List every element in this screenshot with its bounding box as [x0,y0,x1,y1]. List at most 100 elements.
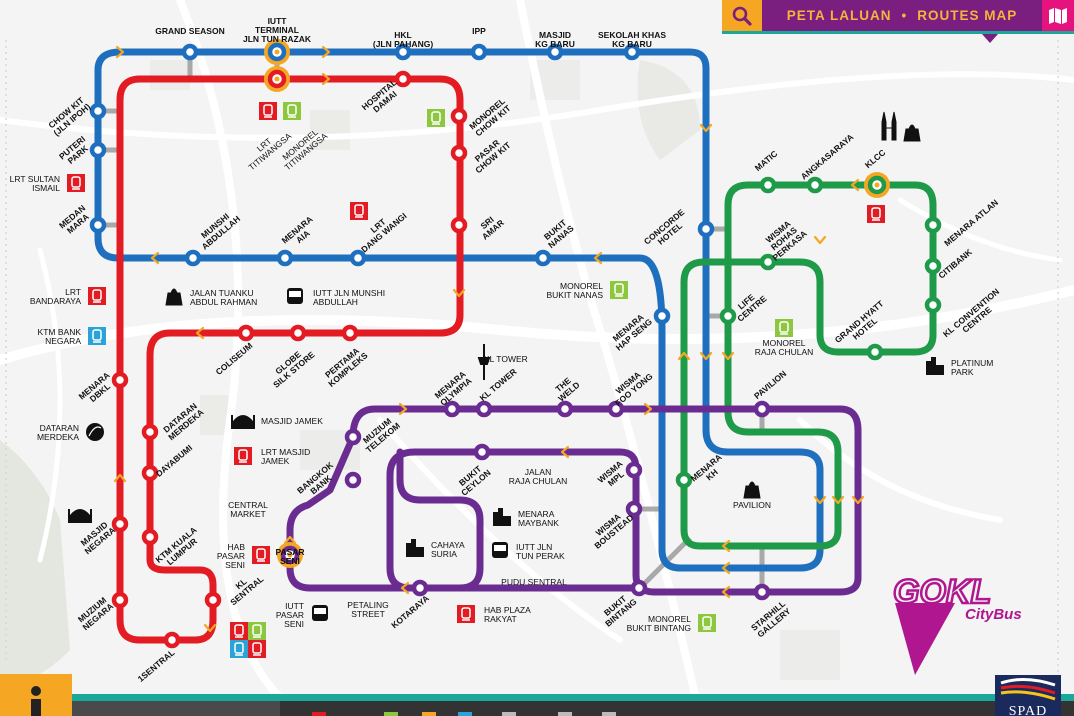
station-globe-silk-store[interactable] [289,324,307,342]
station-bukit-bintang[interactable] [630,579,648,597]
landmark-masjid-jamek[interactable]: MASJID JAMEK [231,415,323,429]
station-lrt-dang-wangi[interactable] [349,249,367,267]
station-dayabumi[interactable] [141,464,159,482]
station-wisma-boustead[interactable] [625,500,643,518]
direction-arrow-icon [593,251,603,265]
station-menara-hap-seng[interactable] [653,307,671,325]
landmark-pavilion[interactable]: PAVILION [733,481,771,510]
station-chow-kit-jln-ipoh[interactable] [89,102,107,120]
station-pasar-chow-kit[interactable] [450,144,468,162]
station-wisma-mpl[interactable] [625,461,643,479]
route-blue[interactable] [94,48,824,572]
station-ipp[interactable] [470,43,488,61]
station-menara-kh[interactable] [675,471,693,489]
station-masjid-negara[interactable] [111,515,129,533]
station-marker [443,400,461,418]
station-starhill-gallery[interactable] [753,583,771,601]
station-menara-dbkl[interactable] [111,371,129,389]
route-purple-inner[interactable] [286,448,484,592]
info-button[interactable] [0,674,72,716]
station-life-centre[interactable] [719,307,737,325]
station-bukit-nanas[interactable] [534,249,552,267]
station-1sentral[interactable] [163,631,181,649]
map-button[interactable] [1042,0,1074,31]
station-hkl-jln-pahang[interactable] [394,43,412,61]
station-marker [111,371,129,389]
station-wisma-foo-yong[interactable] [607,400,625,418]
station-menara-atlan[interactable] [924,216,942,234]
station-kl-sentral[interactable] [204,591,222,609]
landmark-lrt-dang-wangi[interactable] [350,202,368,220]
station-pertama-kompleks[interactable] [341,324,359,342]
station-iutt-terminal-jln-tun-razak[interactable] [264,39,290,65]
station-bangkok-bank[interactable] [344,471,362,489]
station-matic[interactable] [759,176,777,194]
landmark-klcc[interactable] [867,111,921,223]
station-sri-amar[interactable] [450,216,468,234]
station-concorde-hotel[interactable] [697,220,715,238]
station-puteri-park[interactable] [89,141,107,159]
search-button[interactable] [722,0,762,31]
station-menara-aia[interactable] [276,249,294,267]
station-klcc[interactable] [864,172,890,198]
direction-arrow-icon [851,495,865,505]
direction-arrow-icon [195,326,205,340]
station-pasar-seni[interactable] [277,542,303,568]
station-monorel-chow-kit[interactable] [450,107,468,125]
station-munshi-abdullah[interactable] [184,249,202,267]
route-green[interactable] [680,181,937,550]
station-ktm-kuala-lumpur[interactable] [141,528,159,546]
station-sekolah-khas-kg-baru[interactable] [623,43,641,61]
station-masjid-kg-baru[interactable] [546,43,564,61]
station-pavilion[interactable] [753,400,771,418]
station-the-weld[interactable] [556,400,574,418]
station-menara-olympia[interactable] [443,400,461,418]
landmark-masjid-negara[interactable] [68,509,92,523]
landmark-pudu-sentral[interactable]: PUDU SENTRAL [501,577,567,587]
station-angkasaraya[interactable] [806,176,824,194]
station-kl-convention-centre[interactable] [924,296,942,314]
station-bukit-ceylon[interactable] [473,443,491,461]
station-wisma-rohas-perkasa[interactable] [759,253,777,271]
station-marker [344,471,362,489]
route-red[interactable] [116,75,464,644]
station-kl-tower[interactable] [475,400,493,418]
landmark-kl-tower[interactable]: KL TOWER [477,344,528,380]
station-medan-mara[interactable] [89,216,107,234]
logo-swoosh [895,603,955,675]
station-kotaraya[interactable] [411,579,429,597]
station-coliseum[interactable] [237,324,255,342]
station-titiwangsa[interactable] [264,66,290,92]
station-muzium-telekom[interactable] [344,428,362,446]
station-dataran-merdeka[interactable] [141,423,159,441]
landmark-kl-sentral[interactable] [230,622,266,658]
station-hospital-damai[interactable] [394,70,412,88]
station-grand-season[interactable] [181,43,199,61]
station-citibank[interactable] [924,257,942,275]
station-muzium-negara[interactable] [111,591,129,609]
station-marker [184,249,202,267]
landmark-monorel-chow-kit[interactable] [427,109,445,127]
station-grand-hyatt-hotel[interactable] [866,343,884,361]
